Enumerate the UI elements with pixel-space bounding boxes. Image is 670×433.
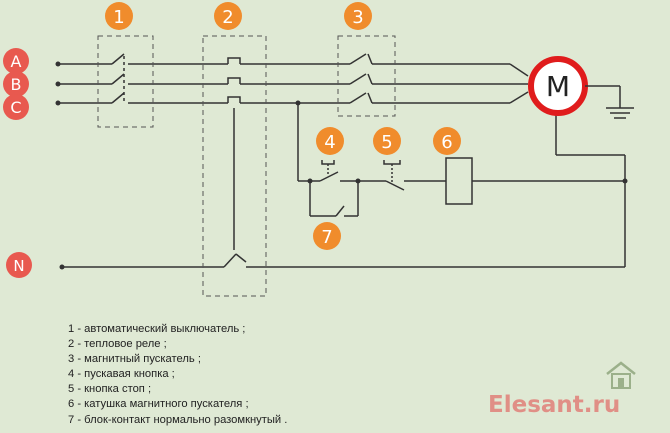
motor-label: M — [546, 70, 570, 103]
phase-b-badge: B — [3, 71, 29, 97]
aux-contact-symbol — [335, 205, 345, 217]
callout-6: 6 — [433, 127, 461, 155]
svg-text:5: 5 — [381, 132, 392, 153]
phase-b-label: B — [11, 75, 22, 94]
phase-c-label: C — [10, 98, 21, 117]
svg-text:1: 1 — [113, 7, 124, 28]
legend-item: 4 - пускавая кнопка ; — [68, 368, 175, 381]
motor-symbol: M — [528, 56, 588, 116]
phase-a-badge: A — [3, 48, 29, 74]
callout-4: 4 — [316, 127, 344, 155]
svg-text:7: 7 — [321, 227, 332, 248]
neutral-badge: N — [6, 252, 32, 278]
callout-5: 5 — [373, 127, 401, 155]
breaker-box — [97, 35, 154, 128]
stop-button-symbol — [378, 160, 405, 191]
phase-c-badge: C — [3, 94, 29, 120]
svg-text:3: 3 — [352, 7, 363, 28]
callout-1: 1 — [105, 2, 133, 30]
svg-text:4: 4 — [324, 132, 335, 153]
neutral-label: N — [13, 257, 24, 275]
start-button-symbol — [319, 160, 339, 182]
phase-a-label: A — [11, 52, 22, 71]
coil-symbol — [445, 157, 473, 205]
legend-item: 3 - магнитный пускатель ; — [68, 353, 201, 366]
component-boxes — [97, 35, 396, 297]
thermal-relay-elements — [223, 57, 247, 268]
callout-3: 3 — [344, 2, 372, 30]
callout-7: 7 — [313, 222, 341, 250]
svg-text:2: 2 — [222, 7, 233, 28]
breaker-contacts — [111, 53, 125, 104]
house-logo-icon — [606, 361, 636, 389]
contactor-main-contacts — [349, 53, 373, 104]
legend: 1 - автоматический выключатель ; 2 - теп… — [68, 322, 287, 428]
callout-2: 2 — [214, 2, 242, 30]
watermark-logo: Elesant.ru — [488, 392, 621, 418]
contactor-box — [337, 35, 396, 117]
junction-dots — [55, 61, 628, 270]
legend-item: 5 - кнопка стоп ; — [68, 383, 152, 396]
legend-item: 7 - блок-контакт нормально разомкнутый . — [68, 413, 288, 426]
legend-item: 6 - катушка магнитного пускателя ; — [68, 398, 249, 411]
thermal-relay-box — [202, 35, 267, 297]
ground-icon — [585, 85, 634, 119]
legend-item: 1 - автоматический выключатель ; — [68, 323, 246, 335]
legend-item: 2 - тепловое реле ; — [68, 338, 167, 351]
svg-text:6: 6 — [441, 132, 452, 153]
